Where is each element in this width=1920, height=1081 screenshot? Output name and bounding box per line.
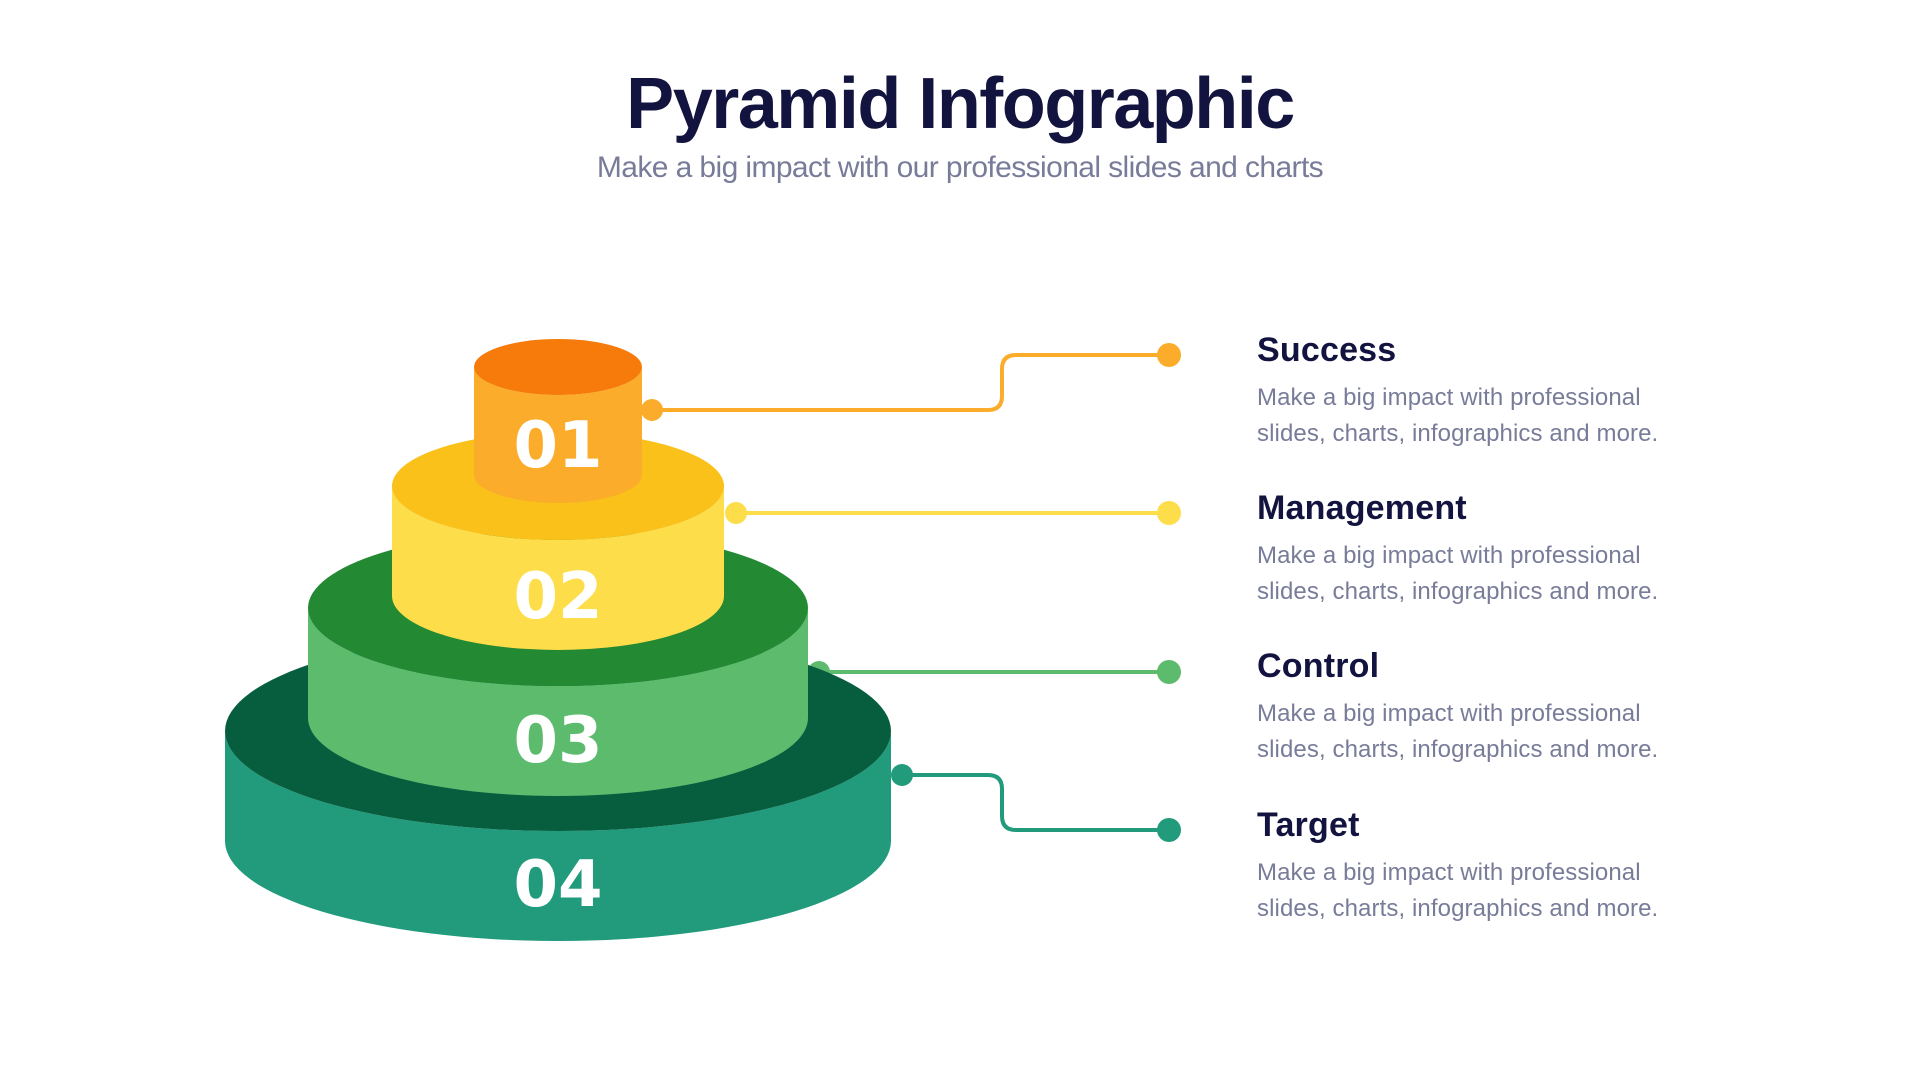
connector-end-dot: [1157, 343, 1181, 367]
tier-side: [392, 486, 724, 650]
tier-number: 01: [513, 409, 602, 483]
connector-success: [641, 343, 1181, 421]
item-description-line: slides, charts, infographics and more.: [1257, 420, 1659, 447]
item-description-line: slides, charts, infographics and more.: [1257, 736, 1659, 763]
connector-target: [891, 764, 1181, 842]
item-description: Make a big impact with professional slid…: [1257, 380, 1777, 452]
item-description-line: Make a big impact with professional: [1257, 700, 1641, 727]
connector-end-dot: [1157, 660, 1181, 684]
item-description-line: Make a big impact with professional: [1257, 542, 1641, 569]
item-target: Target Make a big impact with profession…: [1257, 805, 1777, 927]
item-control: Control Make a big impact with professio…: [1257, 646, 1777, 768]
connector-line: [902, 773, 1169, 832]
connector-control: [808, 660, 1181, 684]
item-description: Make a big impact with professional slid…: [1257, 855, 1777, 927]
tier-side: [225, 731, 891, 941]
tier-side: [474, 367, 642, 503]
item-description-line: slides, charts, infographics and more.: [1257, 578, 1659, 605]
item-title: Target: [1257, 806, 1360, 844]
item-description-line: Make a big impact with professional: [1257, 384, 1641, 411]
item-title: Control: [1257, 647, 1380, 685]
connector-start-dot: [725, 502, 747, 524]
connector-lines: [641, 343, 1181, 842]
item-title: Management: [1257, 489, 1467, 527]
tier-number: 04: [513, 848, 602, 922]
tier-number: 03: [513, 704, 602, 778]
page-title: Pyramid Infographic: [626, 64, 1295, 144]
page-subtitle: Make a big impact with our professional …: [596, 151, 1324, 184]
item-success: Success Make a big impact with professio…: [1257, 330, 1777, 452]
connector-start-dot: [891, 764, 913, 786]
tier-number: 02: [513, 560, 602, 634]
connector-management: [725, 501, 1181, 525]
tier-side: [308, 608, 808, 796]
tier-01: 01: [474, 339, 642, 503]
connector-line: [652, 353, 1169, 412]
item-management: Management Make a big impact with profes…: [1257, 488, 1777, 610]
item-description-line: slides, charts, infographics and more.: [1257, 895, 1659, 922]
connector-end-dot: [1157, 818, 1181, 842]
connector-end-dot: [1157, 501, 1181, 525]
item-description-line: Make a big impact with professional: [1257, 859, 1641, 886]
item-title: Success: [1257, 331, 1397, 369]
item-description: Make a big impact with professional slid…: [1257, 696, 1777, 768]
tier-top: [474, 339, 642, 395]
pyramid-tiers: 04 03 02 01: [225, 339, 891, 941]
item-description: Make a big impact with professional slid…: [1257, 538, 1777, 610]
connector-start-dot: [641, 399, 663, 421]
